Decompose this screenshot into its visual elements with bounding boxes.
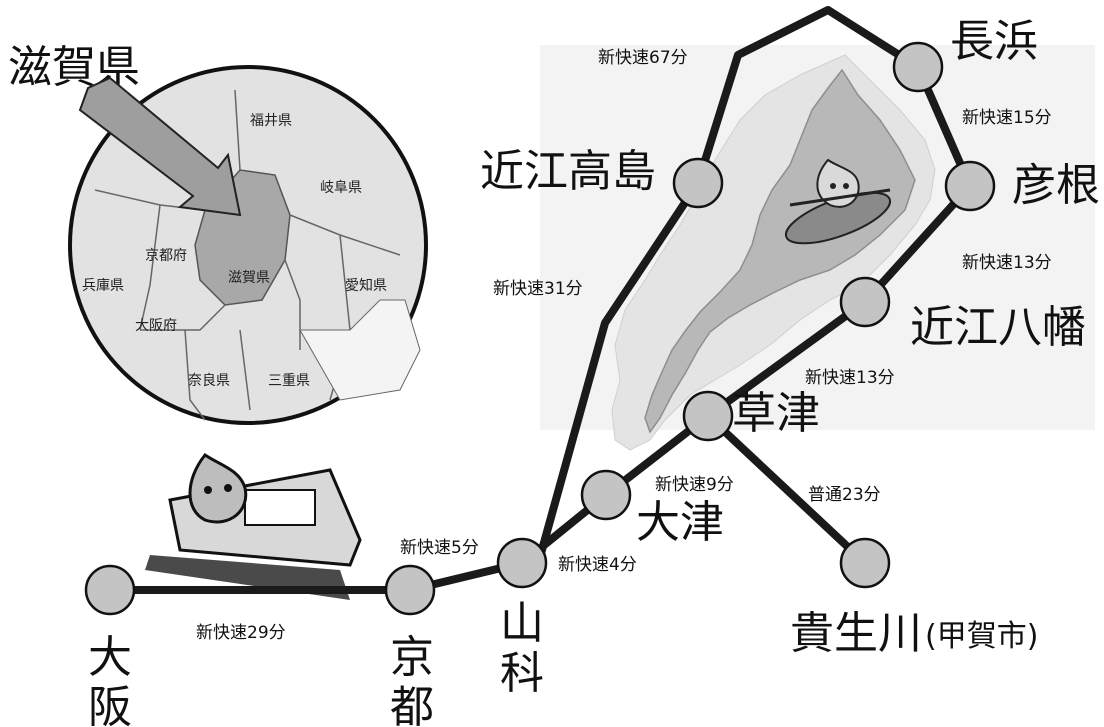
station-label-omi-hachiman: 近江八幡 [910,302,1086,353]
station-label-nagahama: 長浜 [950,16,1038,67]
pref-label-aichi: 愛知県 [345,277,387,294]
line-kusatsu [705,413,868,566]
pref-label-shiga: 滋賀県 [228,270,270,286]
pref-label-gifu: 岐阜県 [320,179,362,196]
station-otsu[interactable] [580,469,632,521]
station-yamashina[interactable] [496,537,548,589]
station-omi-hachiman[interactable] [839,276,891,328]
station-label-kyoto-1: 京 [390,632,434,683]
pref-label-nara: 奈良県 [188,373,230,389]
time-hachiman-hikone: 新快速13分 [962,253,1052,273]
station-label-otsu: 大津 [636,497,724,548]
station-label-yamashina-2: 科 [500,648,544,699]
pointer-arrow-icon [78,76,242,217]
station-label-kyoto: 京 都 [390,632,448,727]
time-kusatsu-kibukawa: 普通23分 [808,485,881,505]
station-label-osaka-2: 阪 [88,682,132,727]
station-label-hikone: 彦根 [1012,160,1100,211]
time-takashima-nagahama: 新快速67分 [598,48,688,68]
stations [84,41,996,616]
train-mascot-illustration [145,452,362,600]
station-label-kyoto-2: 都 [390,682,434,727]
station-label-yamashina: 山 科 [500,598,558,699]
mascot-canoe-illustration [784,158,892,245]
time-osaka-kyoto: 新快速29分 [196,623,286,643]
time-yamashina-takashima: 新快速31分 [493,279,583,299]
lake-biwa-shape [644,68,916,434]
station-kusatsu[interactable] [682,390,734,442]
station-note-kibukawa: (甲賀市) [925,619,1038,654]
station-label-kibukawa: 貴生川 [790,608,922,659]
station-hikone[interactable] [944,160,996,212]
time-yamashina-otsu: 新快速4分 [558,555,637,575]
station-kyoto[interactable] [384,564,436,616]
station-label-omi-takashima: 近江高島 [480,146,656,197]
station-label-yamashina-1: 山 [500,598,544,649]
station-label-osaka-1: 大 [88,632,132,683]
station-omi-takashima[interactable] [672,157,724,209]
time-kusatsu-hachiman: 新快速13分 [805,368,895,388]
time-otsu-kusatsu: 新快速9分 [655,475,734,495]
pref-label-kyoto: 京都府 [145,248,187,264]
time-hikone-nagahama: 新快速15分 [962,108,1052,128]
pref-label-hyogo: 兵庫県 [82,277,124,294]
pref-label-mie: 三重県 [268,373,310,389]
station-label-osaka: 大 阪 [88,632,146,727]
pref-label-fukui: 福井県 [250,113,292,129]
station-osaka[interactable] [84,564,136,616]
station-label-kusatsu: 草津 [732,388,820,439]
station-nagahama[interactable] [892,41,944,93]
pref-label-osaka: 大阪府 [135,318,177,334]
time-kyoto-yamashina: 新快速5分 [400,538,479,558]
station-kibukawa[interactable] [839,537,891,589]
